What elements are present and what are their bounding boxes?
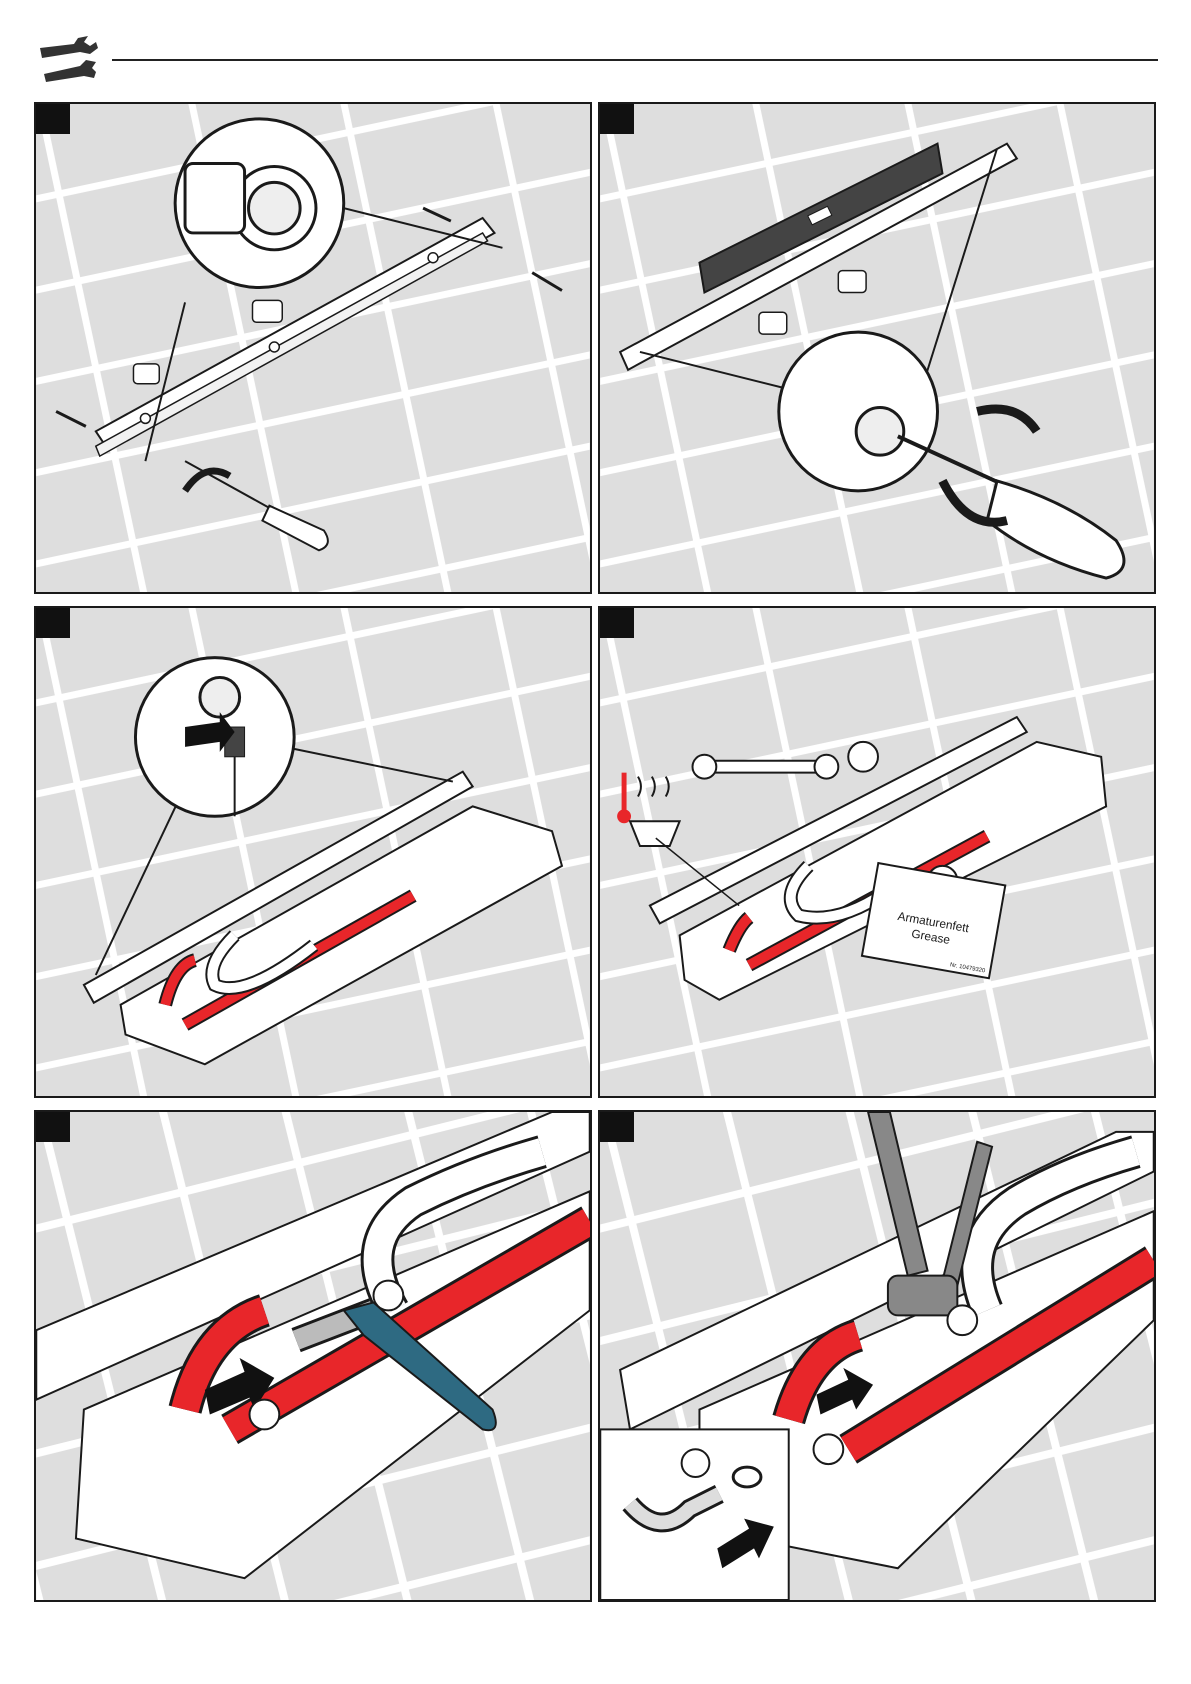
cut-hose-scene (36, 1112, 590, 1600)
step-marker (600, 608, 634, 638)
remove-clamp-scene (600, 1112, 1154, 1600)
insert-pin-scene (36, 608, 590, 1096)
level-tighten-scene (600, 104, 1154, 592)
step-panel-3 (34, 606, 592, 1098)
step-marker (36, 608, 70, 638)
step-marker (600, 104, 634, 134)
grease-wrench-scene: Armaturenfett Grease Nr. 10479320 (600, 608, 1154, 1096)
step-panel-5 (34, 1110, 592, 1602)
step-marker (36, 1112, 70, 1142)
step-panel-1 (34, 102, 592, 594)
step-panel-4: Armaturenfett Grease Nr. 10479320 (598, 606, 1156, 1098)
tools-icon (34, 34, 102, 84)
step-marker (600, 1112, 634, 1142)
header-rule (112, 59, 1158, 61)
step-marker (36, 104, 70, 134)
rail-screws-scene (36, 104, 590, 592)
step-panel-2 (598, 102, 1156, 594)
step-panel-6 (598, 1110, 1156, 1602)
